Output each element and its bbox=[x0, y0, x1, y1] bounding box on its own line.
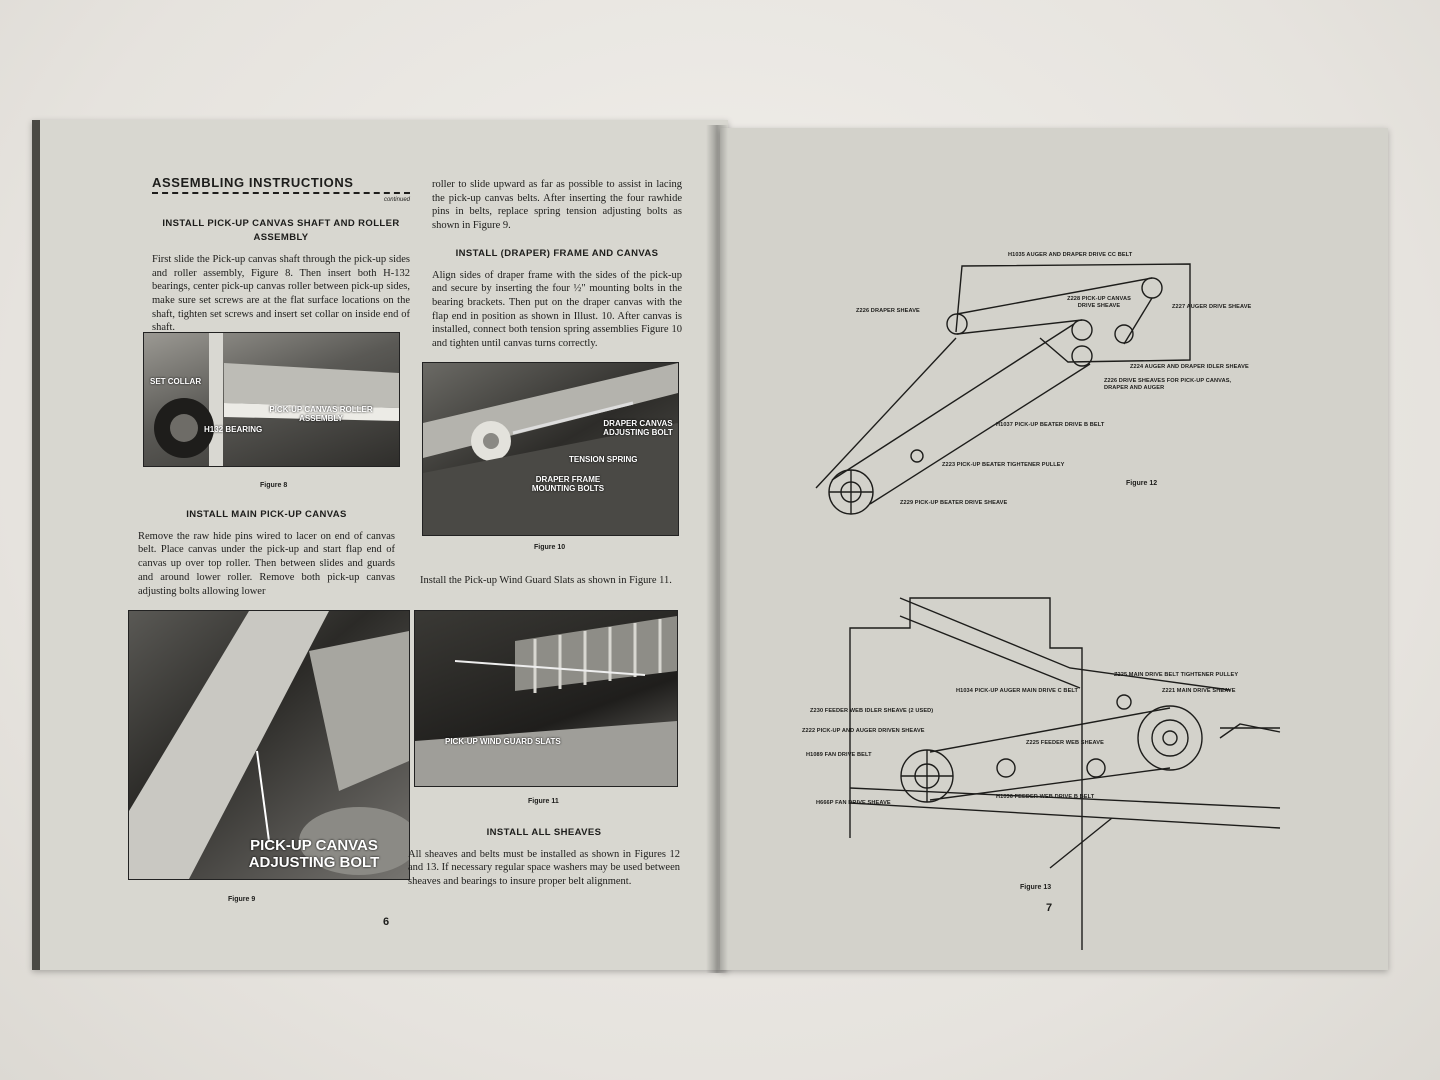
figure-8-photo: SET COLLAR PICK-UP CANVAS ROLLER ASSEMBL… bbox=[143, 332, 400, 467]
section-text-draper: Align sides of draper frame with the sid… bbox=[432, 269, 682, 350]
fig12-label-z227: Z227 AUGER DRIVE SHEAVE bbox=[1172, 304, 1252, 310]
fig10-callout-adjusting-bolt: DRAPER CANVAS ADJUSTING BOLT bbox=[603, 419, 673, 437]
figure-9-illustration bbox=[129, 611, 409, 879]
fig13-label-z221: Z221 MAIN DRIVE SHEAVE bbox=[1162, 688, 1236, 694]
fig11-callout-wind-guard: PICK-UP WIND GUARD SLATS bbox=[445, 737, 561, 746]
page-number-6: 6 bbox=[383, 916, 390, 928]
figure-10-caption: Figure 10 bbox=[534, 544, 566, 551]
fig8-callout-bearing: H132 BEARING bbox=[204, 425, 263, 434]
page-title: ASSEMBLING INSTRUCTIONS bbox=[152, 175, 354, 190]
fig12-label-z223: Z223 PICK-UP BEATER TIGHTENER PULLEY bbox=[942, 462, 1065, 468]
section-text-main-pickup: Remove the raw hide pins wired to lacer … bbox=[138, 530, 395, 597]
fig13-label-z225-main: Z225 MAIN DRIVE BELT TIGHTENER PULLEY bbox=[1114, 672, 1239, 678]
right-page: H1035 AUGER AND DRAPER DRIVE CC BELT Z22… bbox=[720, 128, 1388, 970]
continued-note: continued bbox=[383, 196, 410, 203]
fig12-label-h1035: H1035 AUGER AND DRAPER DRIVE CC BELT bbox=[1008, 252, 1133, 258]
figure-10-illustration bbox=[423, 363, 678, 535]
section-title-draper: INSTALL (DRAPER) FRAME AND CANVAS bbox=[455, 247, 659, 259]
figure-11-illustration bbox=[415, 616, 677, 786]
fig12-label-h1037: H1037 PICK-UP BEATER DRIVE B BELT bbox=[996, 422, 1105, 428]
fig12-label-z228: Z228 PICK-UP CANVAS DRIVE SHEAVE bbox=[1067, 296, 1131, 309]
fig13-label-h1034: H1034 PICK-UP AUGER MAIN DRIVE C BELT bbox=[956, 688, 1079, 694]
fig8-callout-set-collar: SET COLLAR bbox=[150, 377, 202, 386]
right-column-top: roller to slide upward as far as possibl… bbox=[432, 178, 682, 351]
fig12-label-z229: Z229 PICK-UP BEATER DRIVE SHEAVE bbox=[900, 500, 1008, 506]
text-wind-guard: Install the Pick-up Wind Guard Slats as … bbox=[420, 575, 672, 586]
figure-8-illustration bbox=[154, 333, 399, 466]
section-text-sheaves: All sheaves and belts must be installed … bbox=[408, 848, 680, 888]
fig13-label-z222: Z222 PICK-UP AND AUGER DRIVEN SHEAVE bbox=[802, 728, 925, 734]
figure-9-caption: Figure 9 bbox=[228, 896, 256, 903]
left-page: ASSEMBLING INSTRUCTIONS continued INSTAL… bbox=[32, 120, 728, 970]
fig8-callout-roller: PICK-UP CANVAS ROLLER ASSEMBLY bbox=[269, 405, 373, 423]
section-main-pickup: INSTALL MAIN PICK-UP CANVAS Remove the r… bbox=[138, 508, 395, 598]
page-number-7: 7 bbox=[1046, 902, 1053, 914]
fig13-label-z230: Z230 FEEDER WEB IDLER SHEAVE (2 USED) bbox=[810, 708, 934, 714]
figure-11-caption: Figure 11 bbox=[528, 798, 559, 805]
figure-11-photo: PICK-UP WIND GUARD SLATS bbox=[414, 610, 678, 787]
section-sheaves: INSTALL ALL SHEAVES All sheaves and belt… bbox=[408, 826, 680, 889]
figure-10-photo: DRAPER CANVAS ADJUSTING BOLT TENSION SPR… bbox=[422, 362, 679, 536]
fig10-callout-tension-spring: TENSION SPRING bbox=[569, 455, 638, 464]
wind-guard-paragraph: Install the Pick-up Wind Guard Slats as … bbox=[420, 574, 678, 588]
figure-13-caption: Figure 13 bbox=[1020, 884, 1052, 891]
section-title-shaft-roller: INSTALL PICK-UP CANVAS SHAFT AND ROLLER … bbox=[162, 218, 400, 244]
figure-8-caption: Figure 8 bbox=[260, 482, 288, 489]
fig10-callout-frame-bolts: DRAPER FRAME MOUNTING BOLTS bbox=[531, 475, 605, 493]
fig12-label-z224: Z224 AUGER AND DRAPER IDLER SHEAVE bbox=[1130, 364, 1249, 370]
figure-12-caption: Figure 12 bbox=[1126, 480, 1158, 487]
text-lacing-belts: roller to slide upward as far as possibl… bbox=[432, 179, 682, 232]
section-text-shaft-roller: First slide the Pick-up canvas shaft thr… bbox=[152, 253, 410, 334]
section-title-main-pickup: INSTALL MAIN PICK-UP CANVAS bbox=[186, 509, 347, 520]
left-column: ASSEMBLING INSTRUCTIONS continued INSTAL… bbox=[152, 176, 410, 335]
fig12-label-z226-drive: Z226 DRIVE SHEAVES FOR PICK-UP CANVAS, D… bbox=[1104, 378, 1232, 391]
figure-12-diagram bbox=[815, 263, 1281, 950]
book-spine bbox=[706, 125, 728, 973]
fig12-label-z226-draper: Z226 DRAPER SHEAVE bbox=[856, 308, 920, 314]
fig13-label-h1089: H1089 FAN DRIVE BELT bbox=[806, 752, 872, 758]
fig13-label-h666p: H666P FAN DRIVE SHEAVE bbox=[816, 800, 891, 806]
fig13-label-h1036: H1036 FEEDER WEB DRIVE B BELT bbox=[996, 794, 1095, 800]
fig9-callout-adjusting-bolt: PICK-UP CANVAS ADJUSTING BOLT bbox=[248, 837, 380, 871]
section-title-sheaves: INSTALL ALL SHEAVES bbox=[486, 827, 602, 838]
fig13-label-z225-feeder: Z225 FEEDER WEB SHEAVE bbox=[1026, 740, 1104, 746]
figure-9-photo: PICK-UP CANVAS ADJUSTING BOLT bbox=[128, 610, 410, 880]
